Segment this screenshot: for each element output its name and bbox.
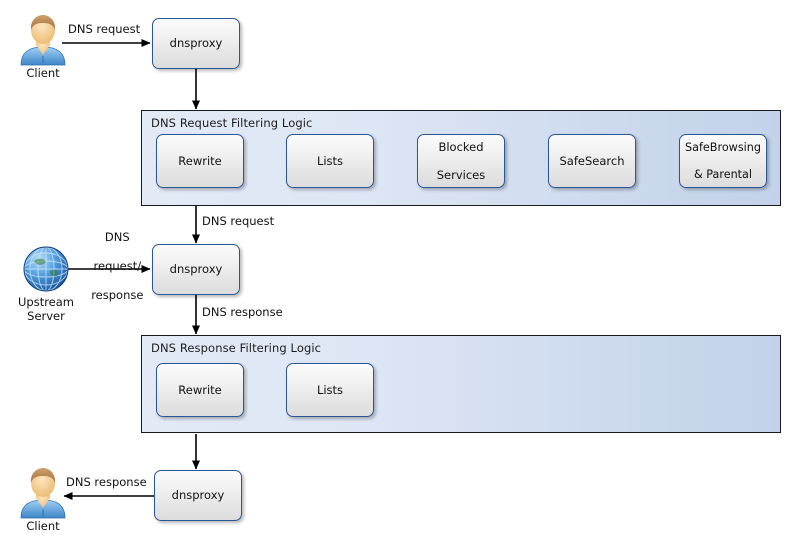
node-req-rewrite-label: Rewrite: [178, 153, 222, 168]
actor-client-bottom: Client: [18, 467, 68, 533]
group-response-filtering-title: DNS Response Filtering Logic: [151, 341, 322, 355]
node-dnsproxy-bottom-label: dnsproxy: [171, 488, 225, 503]
user-icon: [20, 468, 66, 519]
node-dnsproxy-top-label: dnsproxy: [169, 36, 223, 51]
edge-label-client-to-dnsproxy: DNS request: [68, 22, 141, 36]
actor-client-bottom-label: Client: [26, 519, 60, 533]
group-request-filtering-title: DNS Request Filtering Logic: [151, 116, 313, 130]
edge-label-dnsproxy-to-response-filter: DNS response: [202, 305, 283, 319]
node-req-safesearch[interactable]: SafeSearch: [548, 134, 636, 188]
node-req-lists-label: Lists: [316, 153, 344, 168]
user-icon: [20, 15, 66, 66]
node-req-blocked-services-label-line2: Services: [436, 168, 486, 182]
group-response-filtering: DNS Response Filtering Logic: [141, 335, 781, 433]
edge-label-upstream-line3: response: [91, 287, 144, 302]
node-req-safesearch-label: SafeSearch: [559, 153, 625, 168]
node-resp-lists[interactable]: Lists: [286, 363, 374, 417]
node-dnsproxy-middle-label: dnsproxy: [169, 262, 223, 277]
edge-label-dnsproxy-to-client: DNS response: [66, 475, 147, 489]
node-req-safebrowsing-label-line2: & Parental: [693, 167, 753, 181]
node-dnsproxy-bottom[interactable]: dnsproxy: [154, 470, 242, 521]
actor-client-top: Client: [18, 14, 68, 80]
edge-label-upstream-line2: request/: [93, 259, 142, 274]
edge-label-upstream-exchange: DNS request/ response: [66, 216, 154, 317]
node-resp-lists-label: Lists: [316, 382, 344, 397]
node-resp-rewrite[interactable]: Rewrite: [156, 363, 244, 417]
actor-upstream-server: Upstream Server: [18, 243, 74, 323]
node-req-safebrowsing-label-line1: SafeBrowsing: [685, 140, 761, 154]
node-resp-rewrite-label: Rewrite: [178, 382, 222, 397]
edge-label-filter-to-dnsproxy-request: DNS request: [202, 214, 275, 228]
actor-client-top-label: Client: [26, 66, 60, 80]
node-req-lists[interactable]: Lists: [286, 134, 374, 188]
edge-label-upstream-line1: DNS: [104, 230, 130, 245]
node-dnsproxy-top[interactable]: dnsproxy: [152, 18, 240, 69]
node-req-blocked-services-label-line1: Blocked: [438, 139, 484, 154]
actor-upstream-label-line1: Upstream Server: [17, 295, 75, 324]
node-req-rewrite[interactable]: Rewrite: [156, 134, 244, 188]
node-req-safebrowsing-parental[interactable]: SafeBrowsing & Parental: [679, 134, 767, 188]
node-dnsproxy-middle[interactable]: dnsproxy: [152, 244, 240, 295]
node-req-blocked-services[interactable]: Blocked Services: [417, 134, 505, 188]
globe-icon: [23, 246, 69, 292]
